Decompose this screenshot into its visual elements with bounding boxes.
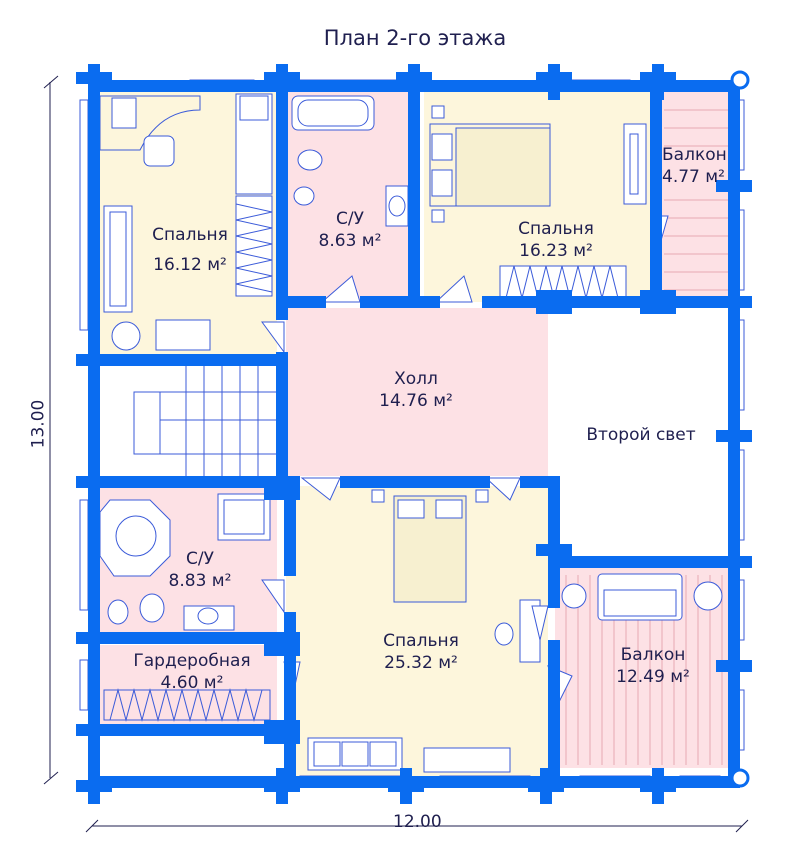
- room-label-bath-sw: С/У 8.83 м²: [140, 548, 260, 592]
- room-fill-wardrobe: [96, 645, 277, 725]
- room-label-bedroom-ne: Спальня 16.23 м²: [496, 218, 616, 262]
- room-label-second-light: Второй свет: [566, 424, 716, 446]
- room-label-balcony-se: Балкон 12.49 м²: [588, 644, 718, 688]
- room-label-bedroom-nw: Спальня 16.12 м²: [120, 224, 260, 276]
- bath-sw-fixtures: [99, 493, 271, 631]
- room-area: 25.32 м²: [384, 653, 458, 673]
- room-label-balcony-ne: Балкон 4.77 м²: [662, 144, 730, 188]
- room-name: Балкон: [620, 645, 686, 665]
- room-fill-balcony-ne: [660, 92, 734, 302]
- room-name: С/У: [336, 209, 364, 229]
- room-area: 8.83 м²: [168, 571, 232, 591]
- se-balcony-furniture: [561, 573, 723, 621]
- room-area: 14.76 м²: [379, 391, 453, 411]
- room-name: Балкон: [662, 145, 727, 165]
- bath-n-fixtures: [291, 95, 409, 227]
- room-name: Спальня: [518, 219, 594, 239]
- room-label-bath-n: С/У 8.63 м²: [290, 208, 410, 252]
- room-name: Спальня: [383, 631, 459, 651]
- plan-title: План 2-го этажа: [323, 26, 507, 50]
- ne-bedroom-furniture: [623, 123, 647, 205]
- room-name: Второй свет: [586, 425, 696, 445]
- closet-nw: [235, 195, 273, 297]
- room-fill-stairs: [96, 366, 286, 478]
- room-name: Холл: [394, 369, 438, 389]
- room-area: 12.49 м²: [616, 667, 690, 687]
- room-label-bedroom-s: Спальня 25.32 м²: [356, 630, 486, 674]
- room-area: 16.12 м²: [153, 255, 227, 275]
- room-area: 16.23 м²: [519, 241, 593, 261]
- room-area: 4.60 м²: [160, 673, 224, 693]
- dimension-width: 12.00: [393, 812, 442, 832]
- room-fill-hall: [286, 308, 548, 476]
- room-name: Спальня: [152, 225, 228, 245]
- dimension-height: 13.00: [28, 399, 49, 449]
- room-name: Гардеробная: [133, 651, 251, 671]
- bed-ne: [429, 105, 551, 223]
- dimension-lines: [43, 75, 749, 833]
- wardrobe-racks: [103, 688, 271, 722]
- room-name: С/У: [186, 549, 214, 569]
- walls: [76, 64, 752, 804]
- corner-posts: [730, 70, 750, 788]
- room-label-wardrobe: Гардеробная 4.60 м²: [112, 650, 272, 694]
- room-area: 8.63 м²: [318, 231, 382, 251]
- bed-s: [371, 489, 489, 603]
- room-label-hall: Холл 14.76 м²: [356, 368, 476, 412]
- nw-bedroom-furniture: [99, 93, 273, 351]
- room-area: 4.77 м²: [662, 167, 725, 187]
